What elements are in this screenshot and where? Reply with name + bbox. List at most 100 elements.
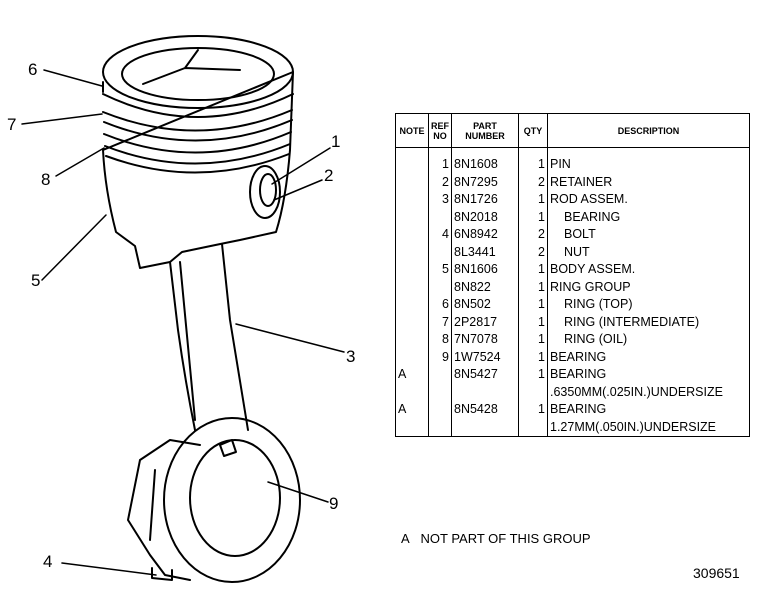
row-description: RETAINER: [547, 173, 750, 191]
parts-table: NOTE REF NO PART NUMBER QTY DESCRIPTION …: [395, 113, 750, 437]
pin-hole: [259, 173, 277, 207]
piston-skirt: [102, 71, 294, 269]
row-note: [395, 278, 429, 296]
row-ref-no: 2: [428, 173, 452, 191]
callout-4: 4: [43, 552, 53, 571]
footnote-marker: A: [401, 531, 410, 546]
callout-6: 6: [28, 60, 38, 79]
row-part-number: 7N7078: [451, 331, 519, 349]
row-qty: 1: [518, 296, 548, 314]
header-description: DESCRIPTION: [547, 113, 750, 148]
figure-number: 309651: [693, 565, 740, 581]
callout-5: 5: [31, 271, 41, 290]
callout-2: 2: [324, 166, 334, 185]
row-ref-no: [428, 401, 452, 419]
row-note: A: [395, 401, 429, 419]
row-qty: 1: [518, 348, 548, 366]
ring-groove-6: [105, 153, 290, 174]
row-qty: 1: [518, 313, 548, 331]
row-note: [395, 208, 429, 226]
row-part-number: 8N5427: [451, 366, 519, 384]
row-part-number: 8N1608: [451, 156, 519, 174]
row-qty: [518, 418, 548, 437]
row-ref-no: [428, 278, 452, 296]
footnote-text: NOT PART OF THIS GROUP: [420, 531, 591, 546]
bearing-tab: [219, 439, 237, 457]
rod-big-end: [163, 417, 301, 583]
row-ref-no: 1: [428, 156, 452, 174]
row-qty: 1: [518, 278, 548, 296]
row-description: BEARING: [547, 208, 750, 226]
row-description: ROD ASSEM.: [547, 191, 750, 209]
row-note: [395, 383, 429, 401]
row-note: [395, 173, 429, 191]
header-qty: QTY: [518, 113, 548, 148]
row-description: PIN: [547, 156, 750, 174]
row-description: BEARING: [547, 366, 750, 384]
rod-bolt: [151, 567, 173, 581]
row-part-number: 8N1606: [451, 261, 519, 279]
row-qty: 2: [518, 226, 548, 244]
row-part-number: 8N7295: [451, 173, 519, 191]
row-note: [395, 348, 429, 366]
row-ref-no: 3: [428, 191, 452, 209]
row-note: [395, 156, 429, 174]
row-qty: [518, 383, 548, 401]
row-qty: 1: [518, 156, 548, 174]
row-qty: 1: [518, 208, 548, 226]
ring-groove-2: [102, 109, 293, 132]
row-description: 1.27MM(.050IN.)UNDERSIZE: [547, 418, 750, 437]
header-ref-no: REF NO: [428, 113, 452, 148]
rod-cap: [127, 439, 201, 581]
rod-shank-rib: [179, 261, 196, 421]
table-row: .6350MM(.025IN.)UNDERSIZE: [395, 383, 750, 401]
row-ref-no: 9: [428, 348, 452, 366]
row-ref-no: [428, 418, 452, 437]
header-note: NOTE: [395, 113, 429, 148]
row-part-number: 8N502: [451, 296, 519, 314]
rod-shank: [169, 243, 249, 431]
row-qty: 1: [518, 366, 548, 384]
row-part-number: 8N822: [451, 278, 519, 296]
table-row: 1.27MM(.050IN.)UNDERSIZE: [395, 418, 750, 437]
row-ref-no: [428, 243, 452, 261]
row-description: RING GROUP: [547, 278, 750, 296]
bearing-bore: [189, 439, 281, 557]
row-part-number: 2P2817: [451, 313, 519, 331]
row-part-number: 8N5428: [451, 401, 519, 419]
row-description: .6350MM(.025IN.)UNDERSIZE: [547, 383, 750, 401]
ring-groove-5: [104, 143, 291, 165]
row-note: [395, 226, 429, 244]
callout-9: 9: [329, 494, 339, 513]
row-ref-no: [428, 208, 452, 226]
row-note: [395, 191, 429, 209]
row-part-number: 8L3441: [451, 243, 519, 261]
table-spacer-row: [395, 147, 750, 156]
row-note: [395, 243, 429, 261]
piston-rod-drawing: [21, 35, 345, 583]
row-part-number: 1W7524: [451, 348, 519, 366]
ring-groove-top: [102, 93, 294, 118]
callout-3: 3: [346, 347, 356, 366]
pin-boss: [249, 165, 281, 219]
row-qty: 1: [518, 331, 548, 349]
row-description: BEARING: [547, 348, 750, 366]
ring-groove-3: [103, 119, 293, 142]
row-ref-no: 7: [428, 313, 452, 331]
piston-crown-inner: [121, 47, 275, 101]
piston-crown: [102, 35, 294, 109]
callout-1: 1: [331, 132, 341, 151]
row-description: BODY ASSEM.: [547, 261, 750, 279]
row-note: [395, 418, 429, 437]
row-description: RING (TOP): [547, 296, 750, 314]
crown-mark: [142, 49, 241, 85]
row-qty: 2: [518, 173, 548, 191]
